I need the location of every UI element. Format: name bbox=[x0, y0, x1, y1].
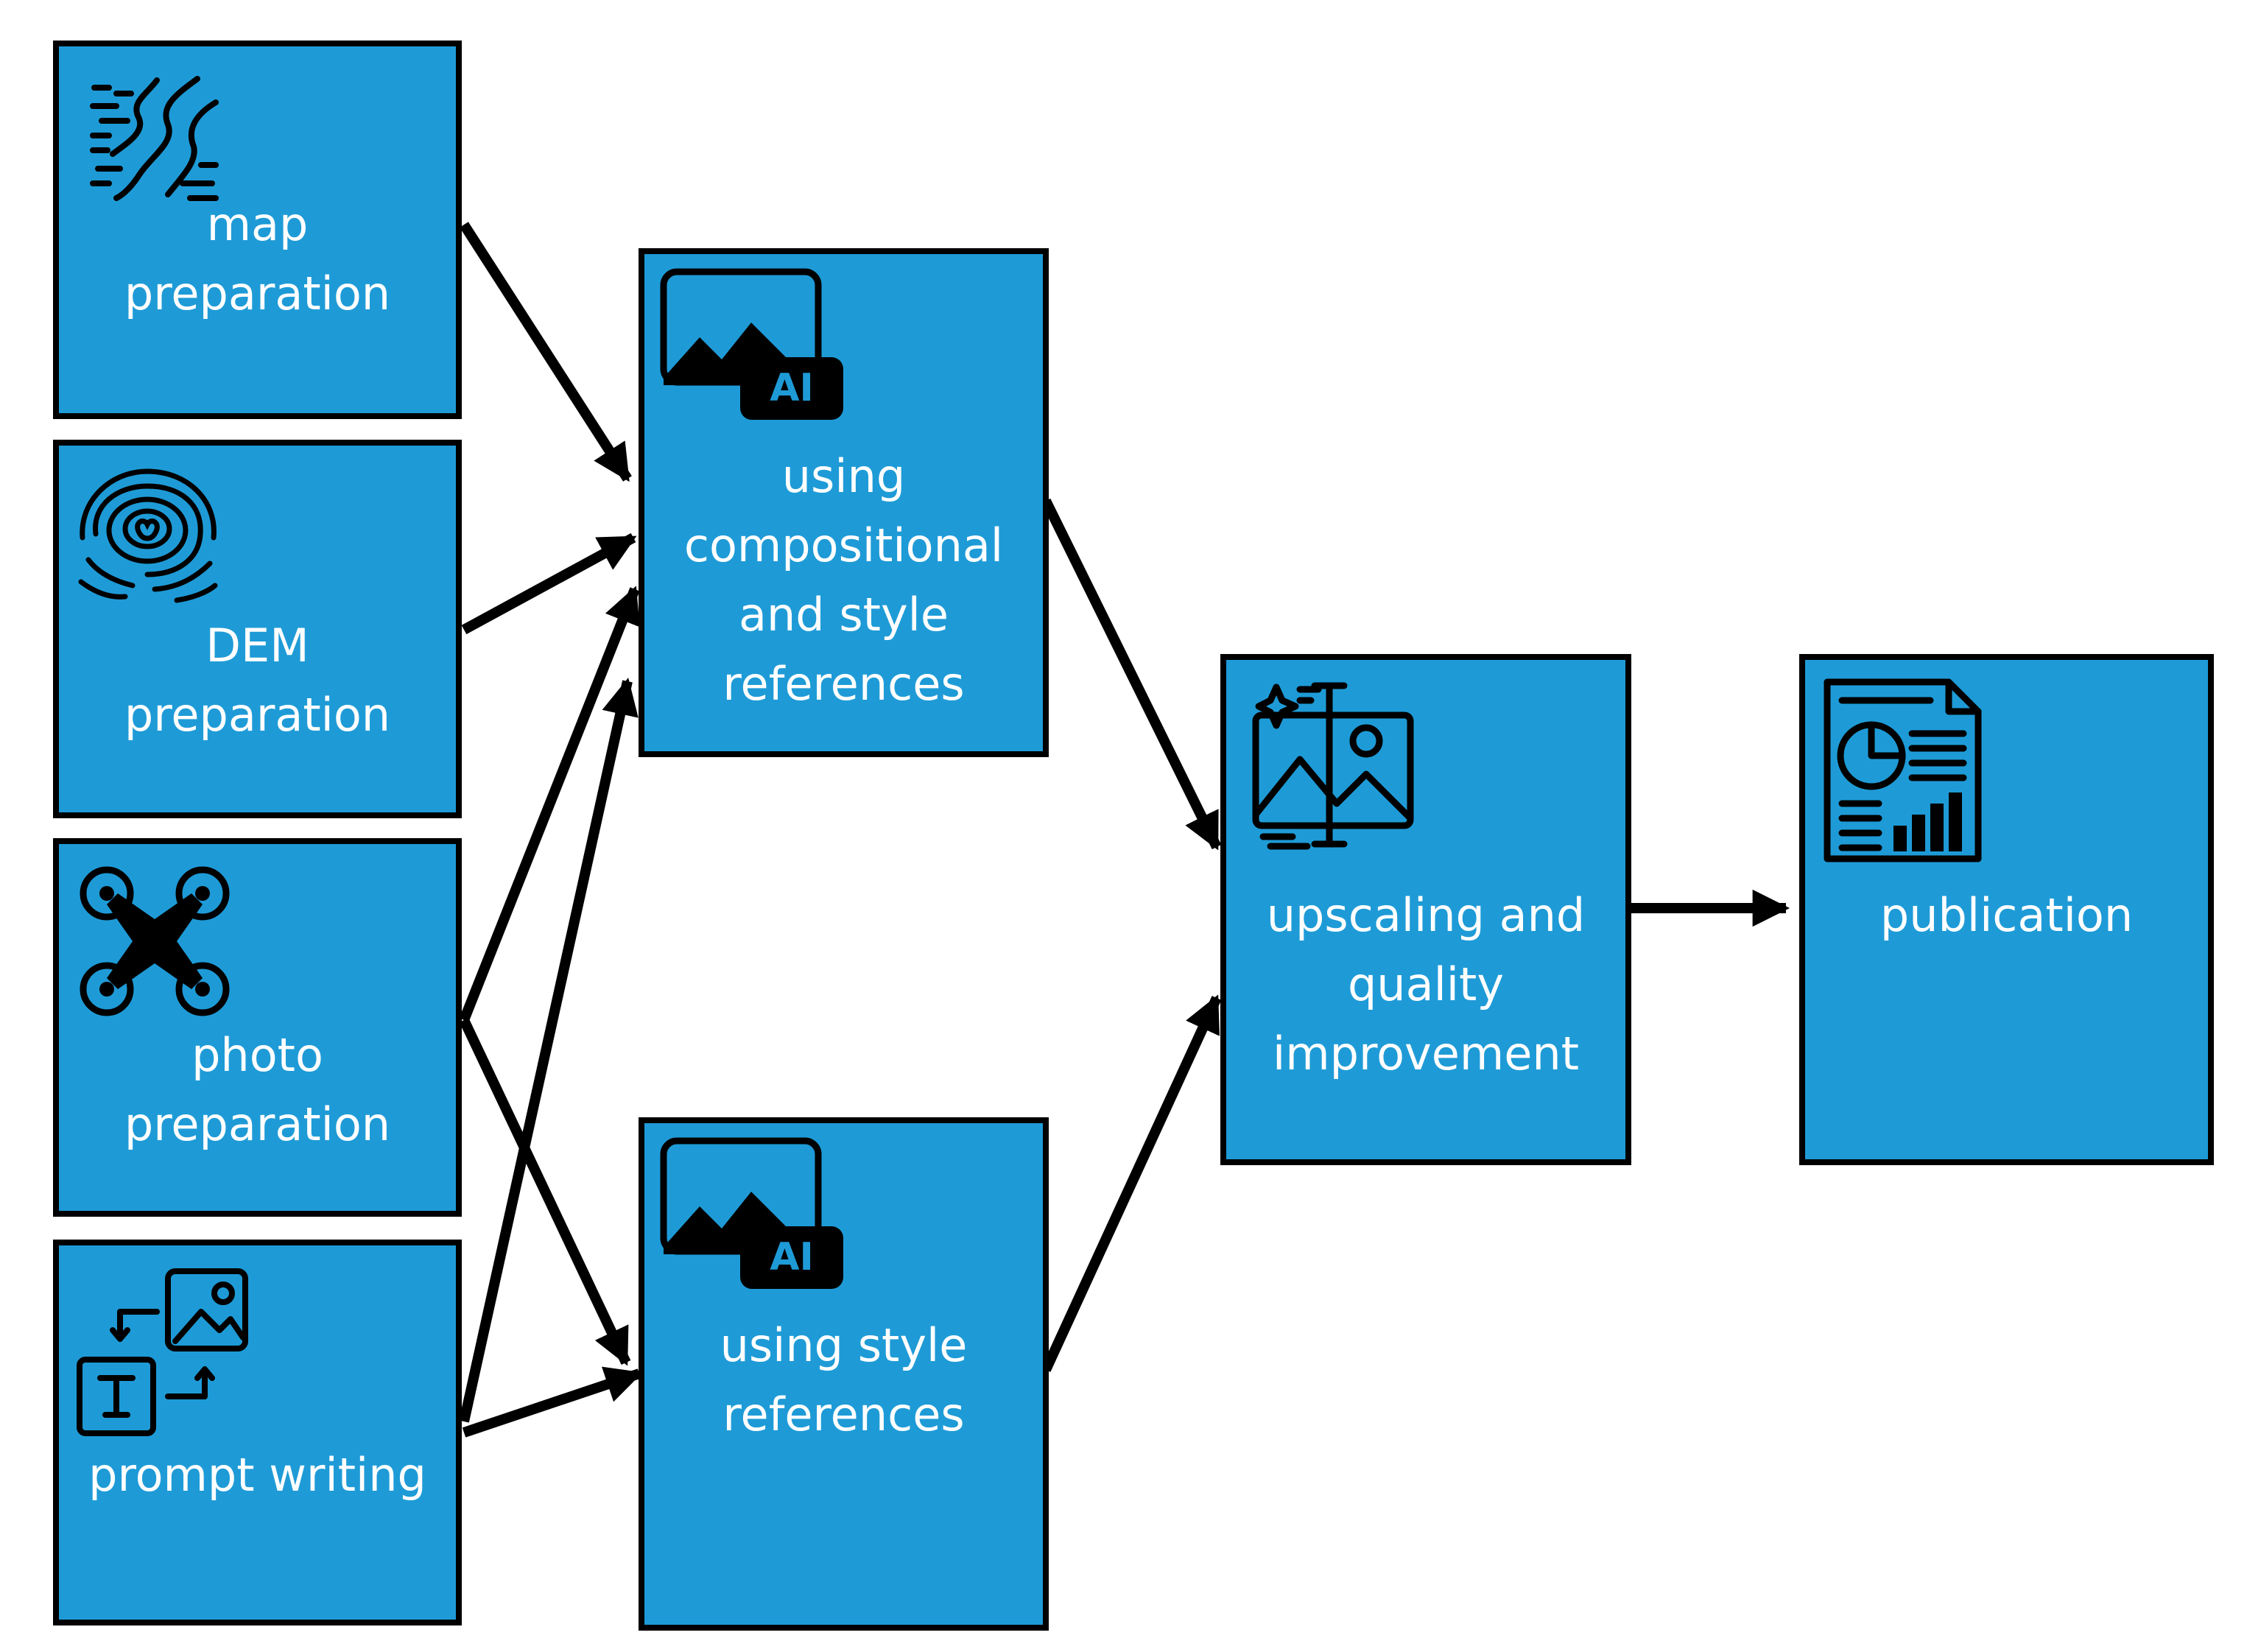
edge-compositional-to-upscale bbox=[1041, 498, 1222, 851]
node-publication-label: publication bbox=[1879, 888, 2134, 942]
edge-prompt-to-style bbox=[462, 1366, 643, 1438]
node-compositional-style-refs-label: using compositional and style references bbox=[683, 449, 1004, 711]
node-dem-preparation: DEM preparation bbox=[53, 440, 462, 818]
node-photo-preparation: photo preparation bbox=[53, 838, 462, 1217]
node-dem-preparation-label: DEM preparation bbox=[124, 619, 391, 742]
node-style-refs-label: using style references bbox=[720, 1318, 968, 1441]
image-resize-icon bbox=[1252, 682, 1414, 850]
node-map-preparation: map preparation bbox=[53, 41, 462, 419]
ai-badge: AI bbox=[770, 366, 814, 410]
node-prompt-writing-label: prompt writing bbox=[88, 1448, 426, 1502]
edge-photo-to-compositional bbox=[459, 586, 640, 1022]
node-photo-preparation-label: photo preparation bbox=[124, 1028, 391, 1151]
node-prompt-writing: prompt writing bbox=[53, 1240, 462, 1625]
edge-prompt-to-compositional bbox=[459, 678, 639, 1423]
map-lines-icon bbox=[90, 76, 219, 201]
contour-lines-icon bbox=[78, 468, 218, 603]
edge-map-to-compositional bbox=[460, 222, 632, 482]
edge-style-to-upscale bbox=[1041, 994, 1222, 1372]
ai-image-icon bbox=[660, 1137, 843, 1289]
report-document-icon bbox=[1824, 678, 1982, 862]
node-upscaling-quality: upscaling and quality improvement bbox=[1220, 654, 1631, 1165]
node-style-refs: AI using style references bbox=[639, 1117, 1049, 1631]
node-upscaling-quality-label: upscaling and quality improvement bbox=[1266, 888, 1586, 1080]
text-to-image-icon bbox=[77, 1268, 248, 1436]
edge-photo-to-style bbox=[459, 1018, 631, 1366]
ai-image-icon bbox=[660, 268, 843, 420]
node-publication: publication bbox=[1799, 654, 2214, 1165]
node-map-preparation-label: map preparation bbox=[124, 197, 391, 320]
drone-icon bbox=[80, 866, 230, 1016]
ai-badge: AI bbox=[770, 1235, 814, 1279]
node-compositional-style-refs: AI using compositional and style referen… bbox=[639, 248, 1049, 757]
edge-dem-to-compositional bbox=[461, 532, 637, 635]
